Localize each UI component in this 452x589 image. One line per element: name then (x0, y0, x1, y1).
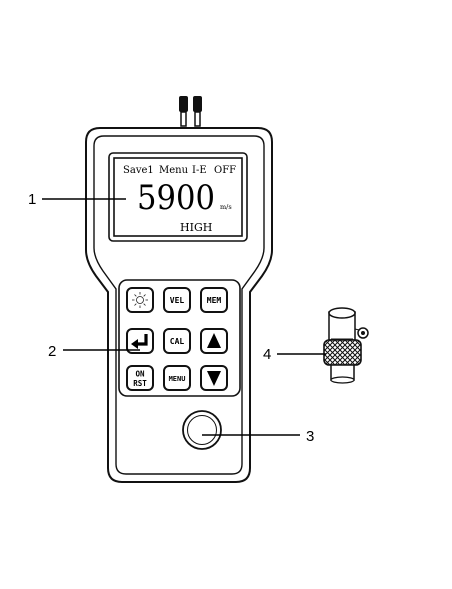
down-triangle-icon (207, 371, 221, 386)
down-button[interactable] (200, 365, 228, 391)
callout-number-3: 3 (306, 428, 314, 445)
menu-item-menu: Menu (159, 165, 189, 176)
callout-4: 4 (263, 346, 326, 363)
sun-icon (132, 292, 148, 308)
on-label: ON (135, 370, 145, 379)
mode-label: HIGH (180, 221, 212, 234)
vel-label: VEL (170, 296, 185, 305)
cal-label: CAL (170, 337, 185, 346)
up-triangle-icon (207, 333, 221, 348)
lcd-screen: Save1 Menu I-E OFF 5900 m/s HIGH (108, 152, 248, 242)
callout-number-1: 1 (28, 191, 36, 208)
on-rst-button[interactable]: ON RST (126, 365, 154, 391)
reading-unit: m/s (220, 203, 232, 211)
mem-button[interactable]: MEM (200, 287, 228, 313)
up-button[interactable] (200, 328, 228, 354)
cal-button[interactable]: CAL (163, 328, 191, 354)
probe-connectors (179, 96, 202, 127)
callout-number-4: 4 (263, 346, 271, 363)
enter-button[interactable] (126, 328, 154, 354)
mem-label: MEM (207, 296, 222, 305)
menu-button[interactable]: MENU (163, 365, 191, 391)
reading-value: 5900 (137, 178, 215, 218)
callout-2: 2 (48, 343, 140, 360)
probe (323, 307, 369, 384)
menu-item-save: Save1 (123, 165, 154, 176)
probe-socket (182, 410, 222, 450)
enter-arrow-icon (131, 334, 148, 349)
backlight-button[interactable] (126, 287, 154, 313)
menu-item-off: OFF (214, 165, 236, 176)
rst-label: RST (133, 379, 147, 388)
callout-1: 1 (28, 191, 126, 208)
vel-button[interactable]: VEL (163, 287, 191, 313)
menu-label: MENU (169, 375, 186, 383)
callout-3: 3 (202, 428, 314, 445)
menu-item-ie: I-E (192, 165, 207, 176)
callout-number-2: 2 (48, 343, 56, 360)
